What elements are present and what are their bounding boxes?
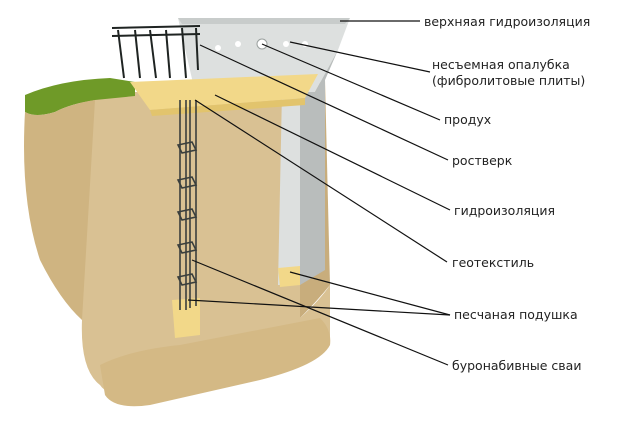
concrete-wall-shadow [300, 50, 338, 285]
grillage-beam-side [150, 98, 305, 116]
label-formwork-sub: (фибролитовые плиты) [432, 73, 586, 88]
vent-hole [215, 45, 221, 51]
grillage-beam [130, 74, 318, 110]
leader-sand-left [187, 299, 451, 316]
soil-bottom-ledge [100, 318, 331, 407]
label-grillage: ростверк [452, 153, 513, 168]
label-waterproofing: гидроизоляция [454, 203, 555, 218]
leader-bored-piles [191, 259, 449, 366]
vent-hole [235, 41, 241, 47]
leader-lines [187, 20, 451, 366]
soil-body [80, 92, 330, 397]
leader-waterproofing [214, 94, 451, 211]
concrete-wall-top [178, 18, 350, 24]
leader-vent [261, 43, 441, 121]
sand-cushion-left [172, 298, 200, 338]
leader-geotextile [194, 99, 448, 263]
sand-cushion-right [278, 266, 300, 287]
label-top-waterproofing: верхняая гидроизоляция [424, 14, 591, 29]
label-bored-piles: буронабивные сваи [452, 358, 582, 373]
leader-formwork [289, 41, 431, 73]
label-formwork: несъемная опалубка [432, 57, 570, 72]
label-sand-cushion: песчаная подушка [454, 307, 578, 322]
vent-hole [283, 41, 289, 47]
label-vent: продух [444, 112, 492, 127]
leader-sand-right [289, 271, 451, 316]
grass-top [25, 78, 135, 115]
label-geotextile: геотекстиль [452, 255, 535, 270]
soil-left-face [24, 100, 95, 320]
bored-pile-rebar [176, 100, 198, 310]
top-fence [111, 25, 201, 79]
leader-grillage [199, 44, 449, 161]
